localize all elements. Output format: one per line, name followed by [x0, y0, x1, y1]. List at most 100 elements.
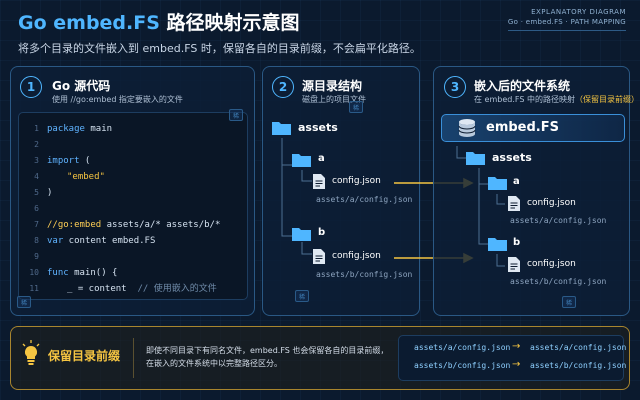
- code-text: ): [47, 188, 53, 198]
- tree-branch: [478, 184, 489, 245]
- mapping-to: assets/a/config.json: [530, 343, 627, 352]
- tree-branch: [281, 165, 292, 237]
- tree-branch: [496, 194, 505, 205]
- line-number: 2: [34, 140, 39, 149]
- tree-branch: [281, 138, 292, 166]
- line-number: 1: [34, 124, 39, 133]
- code-text: (: [79, 156, 91, 166]
- source-file-a: config.json: [332, 176, 381, 186]
- embed-path-a: assets/a/config.json: [510, 216, 607, 225]
- panel-3-subtitle-warn: （保留目录前缀）: [574, 95, 639, 104]
- code-keyword: import: [47, 156, 80, 166]
- title-highlight: Go embed.FS: [18, 12, 160, 34]
- folder-icon: [466, 152, 485, 165]
- line-number: 6: [34, 204, 39, 213]
- line-number: 11: [29, 284, 39, 293]
- code-keyword: func: [47, 268, 69, 278]
- tree-branch: [301, 242, 312, 255]
- watermark-icon: 稀: [562, 296, 576, 308]
- file-icon: [313, 249, 325, 264]
- code-keyword: package: [47, 124, 85, 134]
- panel-embedded-fs: [433, 66, 630, 316]
- panel-3-subtitle: 在 embed.FS 中的路径映射（保留目录前缀）: [474, 94, 639, 105]
- code-line: 1 package main: [19, 121, 247, 137]
- line-number: 7: [34, 220, 39, 229]
- mapping-to: assets/b/config.json: [530, 361, 627, 370]
- tree-branch: [496, 254, 505, 267]
- folder-icon: [272, 122, 291, 135]
- step-number-3: 3: [444, 76, 466, 98]
- step-number-2: 2: [272, 76, 294, 98]
- folder-icon: [292, 154, 311, 167]
- line-number: 8: [34, 236, 39, 245]
- title-rest: 路径映射示意图: [159, 12, 300, 34]
- embed-file-a: config.json: [527, 198, 576, 208]
- code-text: _ = content: [67, 284, 127, 294]
- code-line: 8 var content embed.FS: [19, 233, 247, 249]
- lightbulb-icon: [22, 340, 40, 365]
- file-icon: [313, 174, 325, 189]
- watermark-icon: 稀: [229, 109, 243, 121]
- code-text: content embed.FS: [63, 236, 156, 246]
- code-line: 4"embed": [19, 169, 247, 185]
- code-line: 6: [19, 201, 247, 217]
- code-line: 2: [19, 137, 247, 153]
- folder-icon: [488, 177, 507, 190]
- code-text: main() {: [68, 268, 118, 278]
- line-number: 3: [34, 156, 39, 165]
- database-icon: [458, 119, 476, 137]
- embed-folder-b: b: [513, 237, 521, 248]
- source-path-b: assets/b/config.json: [316, 270, 413, 279]
- panel-source-tree: [262, 66, 420, 316]
- tag-line-1: EXPLANATORY DIAGRAM: [531, 8, 626, 16]
- diagram-tag: EXPLANATORY DIAGRAM Go · embed.FS · PATH…: [507, 8, 626, 31]
- step-number-1: 1: [20, 76, 42, 98]
- source-folder-a: a: [318, 153, 325, 164]
- mapping-arrow-icon: →: [512, 359, 521, 370]
- watermark-icon: 稀: [349, 101, 363, 113]
- bottom-divider: [133, 338, 134, 378]
- source-tree-lines: [281, 138, 312, 255]
- tree-branch: [301, 170, 312, 182]
- file-icon: [508, 257, 520, 272]
- code-text: main: [84, 124, 113, 134]
- page-subtitle: 将多个目录的文件嵌入到 embed.FS 时，保留各自的目录前缀，不会扁平化路径…: [18, 42, 421, 55]
- bottom-desc-2: 在嵌入的文件系统中以完整路径区分。: [146, 359, 282, 368]
- source-file-b: config.json: [332, 251, 381, 261]
- mapping-arrow-icon: →: [512, 341, 521, 352]
- embed-fs-title: embed.FS: [486, 120, 559, 135]
- mapping-summary: [398, 335, 624, 381]
- code-keyword: var: [47, 236, 64, 246]
- source-folder-b: b: [318, 227, 326, 238]
- code-comment: // 使用嵌入的文件: [137, 284, 217, 294]
- code-string: "embed": [67, 172, 105, 182]
- folder-icon: [292, 228, 311, 241]
- file-icon: [508, 196, 520, 211]
- embed-folder-a: a: [513, 176, 520, 187]
- bottom-desc-1: 即使不同目录下有同名文件，embed.FS 也会保留各自的目录前缀，: [146, 346, 389, 355]
- watermark-icon: 稀: [17, 296, 31, 308]
- tag-line-2: Go · embed.FS · PATH MAPPING: [507, 18, 626, 26]
- code-directive: //go:embed: [47, 220, 102, 230]
- folder-icon: [488, 238, 507, 251]
- watermark-icon: 稀: [295, 290, 309, 302]
- code-line: 5): [19, 185, 247, 201]
- code-line: 9: [19, 249, 247, 265]
- line-number: 5: [34, 188, 39, 197]
- bottom-title: 保留目录前缀: [48, 349, 121, 363]
- panel-1-title: Go 源代码: [52, 79, 111, 93]
- source-path-a: assets/a/config.json: [316, 195, 413, 204]
- panel-3-subtitle-text: 在 embed.FS 中的路径映射: [474, 95, 575, 104]
- code-text: assets/a/* assets/b/*: [101, 220, 221, 230]
- tree-branch: [456, 146, 467, 159]
- embed-file-b: config.json: [527, 259, 576, 269]
- panel-2-title: 源目录结构: [302, 79, 363, 93]
- panel-1-subtitle: 使用 //go:embed 指定要嵌入的文件: [52, 95, 183, 104]
- mapping-from: assets/a/config.json: [414, 343, 511, 352]
- code-line: 3 import (: [19, 153, 247, 169]
- code-line: 11 _ = content // 使用嵌入的文件: [19, 281, 247, 297]
- code-line: 7 //go:embed assets/a/* assets/b/*: [19, 217, 247, 233]
- mapping-from: assets/b/config.json: [414, 361, 511, 370]
